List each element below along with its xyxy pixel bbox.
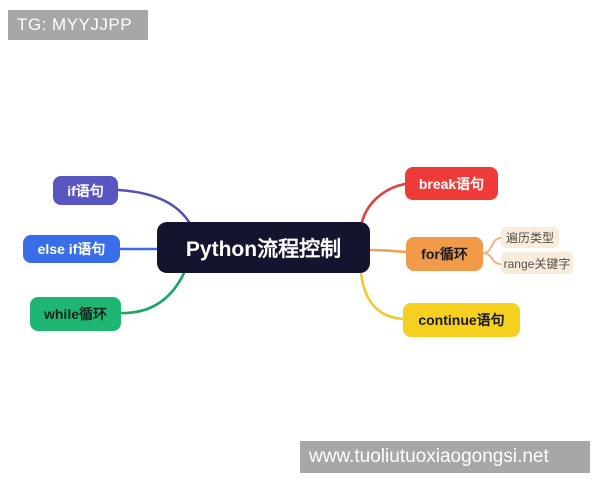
branch-node-elseif-statement[interactable]: else if语句: [23, 235, 120, 263]
connector-if: [116, 188, 191, 224]
root-node-python-flow-control[interactable]: Python流程控制: [157, 222, 370, 273]
leaf-node-range-keyword[interactable]: range关键字: [501, 252, 573, 274]
connector-for-range: [482, 252, 502, 265]
branch-node-while-loop[interactable]: while循环: [30, 297, 121, 331]
website-watermark: www.tuoliutuoxiaogongsi.net: [300, 441, 590, 473]
connector-continue: [359, 271, 405, 321]
connector-break: [360, 182, 407, 224]
branch-node-if-statement[interactable]: if语句: [53, 176, 118, 205]
branch-node-break-statement[interactable]: break语句: [405, 167, 498, 200]
branch-node-for-loop[interactable]: for循环: [406, 237, 483, 271]
leaf-node-traverse-types[interactable]: 遍历类型: [501, 227, 559, 248]
connector-while: [118, 271, 186, 315]
connector-for: [368, 248, 408, 254]
telegram-watermark: TG: MYYJJPP: [8, 10, 148, 40]
branch-node-continue-statement[interactable]: continue语句: [403, 303, 520, 337]
connector-for-traverse: [482, 237, 502, 254]
